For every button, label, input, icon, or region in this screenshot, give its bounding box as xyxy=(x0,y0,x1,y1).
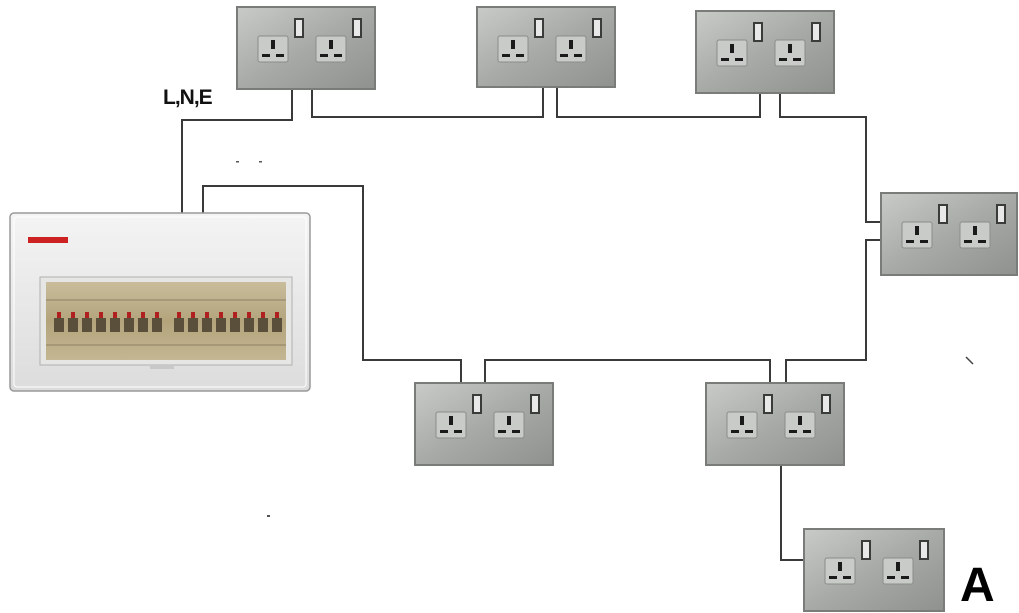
spur-wire xyxy=(780,465,806,561)
breaker xyxy=(110,312,120,332)
breaker xyxy=(216,312,226,332)
breaker xyxy=(272,312,282,332)
wiring xyxy=(181,88,882,561)
ring-wire-bottom xyxy=(484,359,771,382)
double-socket-outlet-icon xyxy=(236,6,376,90)
breaker xyxy=(230,312,240,332)
breaker-row xyxy=(54,312,282,332)
breaker xyxy=(54,312,64,332)
socket-outlets xyxy=(236,6,1018,612)
breaker xyxy=(96,312,106,332)
breaker xyxy=(138,312,148,332)
breaker xyxy=(188,312,198,332)
breaker xyxy=(68,312,78,332)
breaker xyxy=(82,312,92,332)
ring-wire-return xyxy=(202,185,462,382)
supply-wire xyxy=(181,90,293,214)
ring-wire-top-1 xyxy=(311,88,544,118)
breaker xyxy=(174,312,184,332)
ring-wire-right xyxy=(785,239,882,382)
supply-label: L,N,E xyxy=(163,86,213,109)
ring-wire-top-2 xyxy=(556,88,761,118)
breaker xyxy=(258,312,268,332)
double-socket-outlet-icon xyxy=(414,382,554,466)
double-socket-outlet-icon xyxy=(476,6,616,88)
double-socket-outlet-icon xyxy=(695,10,835,94)
consumer-unit-icon xyxy=(9,212,311,392)
breaker xyxy=(202,312,212,332)
double-socket-outlet-icon xyxy=(705,382,845,466)
spur-socket-outlet-icon xyxy=(803,528,945,612)
spur-label: A xyxy=(960,559,995,612)
breaker xyxy=(152,312,162,332)
double-socket-outlet-icon xyxy=(880,192,1018,276)
ring-wire-top-3 xyxy=(779,92,882,223)
stray-marks xyxy=(236,161,974,517)
brand-mark xyxy=(28,237,68,243)
breaker xyxy=(124,312,134,332)
breaker xyxy=(244,312,254,332)
